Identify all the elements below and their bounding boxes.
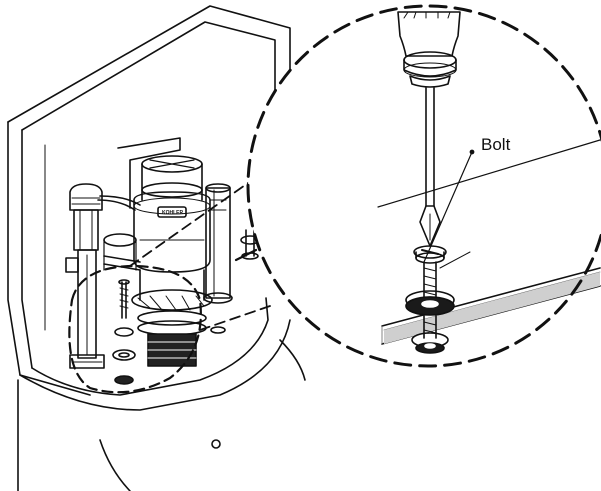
fill-valve-body <box>73 209 99 251</box>
overflow-tube <box>203 183 233 304</box>
washer-left-1 <box>114 327 134 337</box>
tank-left-inner-edge <box>21 129 33 369</box>
detail-indicator-circle <box>68 264 202 394</box>
detail-floor-shading <box>384 272 600 344</box>
screwdriver-tip <box>419 205 441 247</box>
bolt-left <box>121 281 127 319</box>
flush-valve: KOHLER <box>103 155 213 367</box>
fill-valve-clip <box>65 257 79 273</box>
brand-label: KOHLER <box>162 210 184 216</box>
detail-circle-border <box>246 4 601 368</box>
flush-valve-seal <box>131 289 213 311</box>
float-cup <box>103 233 137 247</box>
fill-valve-shaft <box>77 249 97 359</box>
fill-valve-cap <box>69 183 103 211</box>
flush-valve-canister <box>139 269 205 301</box>
flush-valve-body <box>133 191 211 273</box>
tank-hardware <box>112 229 260 385</box>
tank-floor-rim <box>31 297 269 396</box>
brand-plate <box>157 206 187 218</box>
washer-left-2 <box>112 349 136 361</box>
fill-valve-base <box>69 354 105 369</box>
bolt-callout-label: Bolt <box>481 135 511 154</box>
tank-shell <box>7 5 291 123</box>
refill-tube <box>97 195 141 211</box>
nut-center <box>210 326 226 334</box>
support-bracket <box>117 137 181 209</box>
base-screw-hole <box>211 439 221 449</box>
base-curve <box>99 439 131 491</box>
overflow-tube-body <box>205 187 231 299</box>
tank-back-wall-inner <box>21 21 276 131</box>
detail-bolt-head <box>413 245 447 259</box>
detail-guide-line-bottom <box>199 305 271 331</box>
detail-circle-background <box>248 6 601 366</box>
base-right <box>279 339 306 381</box>
bolt-head-left <box>114 375 134 385</box>
tank-left-side <box>7 121 91 396</box>
detail-magnification: Bolt <box>246 4 601 368</box>
screwdriver-shaft <box>425 87 435 207</box>
bolt-callout-leader <box>423 151 473 263</box>
fill-valve <box>65 183 105 369</box>
detail-guide-line-top <box>129 175 259 267</box>
tank-floor-outer <box>19 319 291 411</box>
